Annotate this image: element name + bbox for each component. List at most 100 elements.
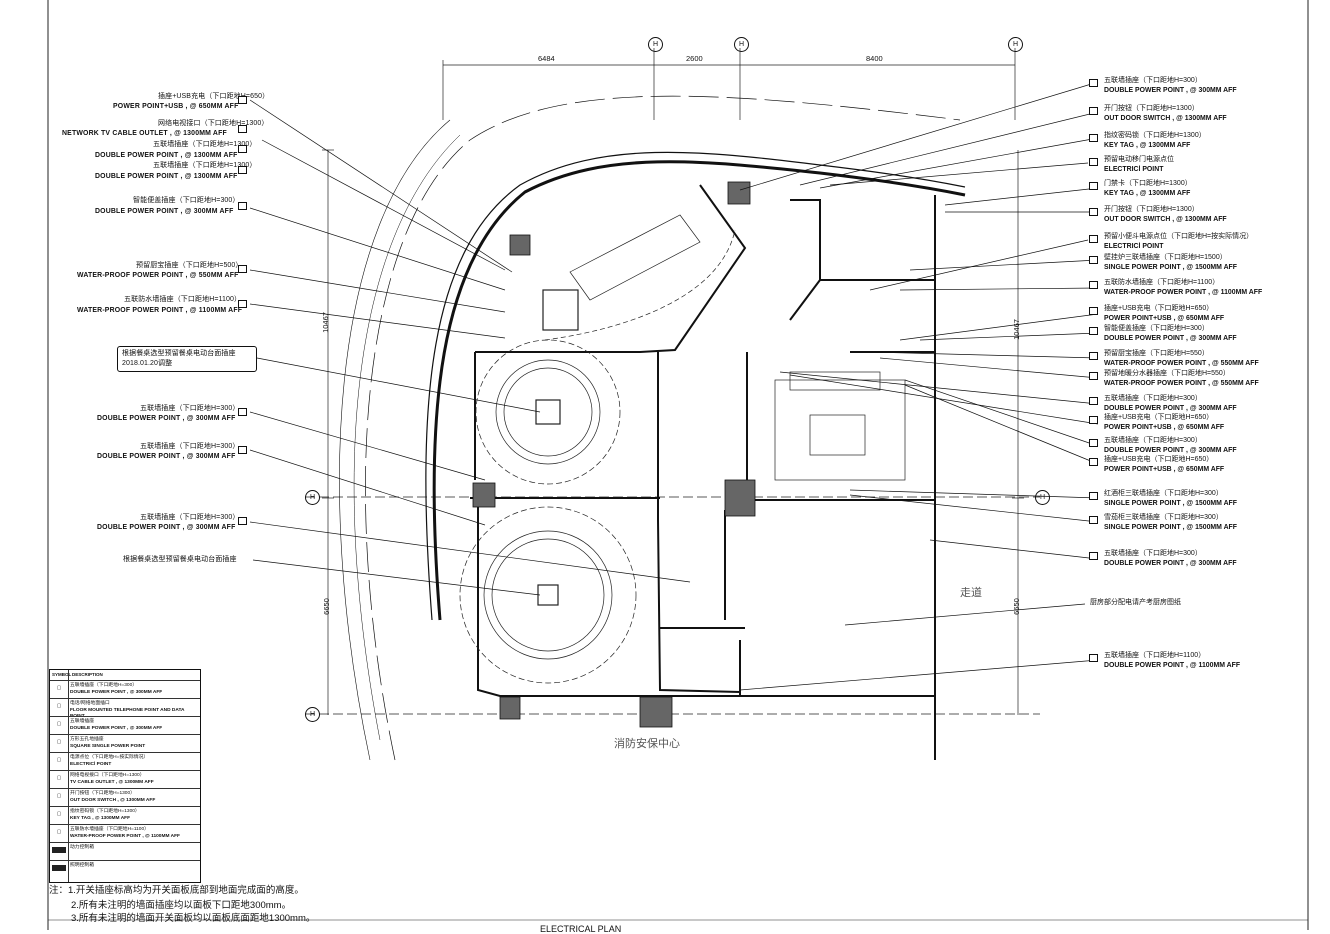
legend-symbol-icon: ▢ xyxy=(56,721,62,727)
legend-row-cn: 五联墙插座 xyxy=(70,719,94,724)
legend-symbol-icon: ▢ xyxy=(56,757,62,763)
dining-table-lower xyxy=(459,506,637,684)
right-callout-en: OUT DOOR SWITCH , @ 1300MM AFF xyxy=(1104,113,1227,122)
right-callout-en: WATER-PROOF POWER POINT , @ 550MM AFF xyxy=(1104,378,1259,387)
legend-row-en: KEY TAG , @ 1300MM AFF xyxy=(70,816,131,821)
left-callout-cn: 五联墙插座（下口距地H=300） xyxy=(140,443,240,450)
legend-symbol-icon: ▢ xyxy=(56,793,62,799)
legend-symbol-icon: ▢ xyxy=(56,685,62,691)
left-callout-cn: 五联墙插座（下口距地H=300） xyxy=(140,514,240,521)
table-outlet-note-date: 2018.01.20调整 xyxy=(122,359,173,367)
legend-row-en: WATER-PROOF POWER POINT , @ 1100MM AFF xyxy=(70,834,180,839)
left-callout-en: WATER-PROOF POWER POINT , @ 1100MM AFF xyxy=(77,305,243,314)
note-2: 2.所有未注明的墙面插座均以面板下口距地300mm。 xyxy=(71,900,292,911)
left-callout-cn: 五联防水墙插座（下口距地H=1100） xyxy=(124,296,242,303)
outlet-icon xyxy=(1089,439,1098,447)
legend-row: ▢指纹密码锁（下口距地H=1300）KEY TAG , @ 1300MM AFF xyxy=(50,806,200,825)
left-callout-cn: 五联墙插座（下口距地H=1300） xyxy=(153,162,257,169)
symbol-legend: SYMBOL DESCRIPTION ▢五联墙插座（下口距地H=300）DOUB… xyxy=(49,669,201,883)
right-callout-en: POWER POINT+USB , @ 650MM AFF xyxy=(1104,313,1225,322)
note-3: 3.所有未注明的墙面开关面板均以面板底面距地1300mm。 xyxy=(71,913,316,924)
right-callout-en: KEY TAG , @ 1300MM AFF xyxy=(1104,188,1191,197)
legend-row-en: SQUARE SINGLE POWER POINT xyxy=(70,744,146,749)
legend-row: ▢开门按钮（下口距地H=1300）OUT DOOR SWITCH , @ 130… xyxy=(50,788,200,807)
waterproof-outlet-icon xyxy=(238,265,247,273)
right-callout-cn: 红酒柜三联墙插座（下口距地H=300） xyxy=(1104,490,1223,497)
left-callout-en: NETWORK TV CABLE OUTLET , @ 1300MM AFF xyxy=(62,128,227,137)
right-callout-cn: 雪茄柜三联墙插座（下口距地H=300） xyxy=(1104,514,1223,521)
right-callout-cn: 五联墙插座（下口距地H=300） xyxy=(1104,395,1202,402)
right-callout-cn: 预留小便斗电源点位（下口距地H=按实际情况） xyxy=(1104,233,1254,240)
outlet-icon xyxy=(238,166,247,174)
legend-symbol-icon xyxy=(52,847,66,853)
outlet-icon xyxy=(1089,182,1098,190)
right-callout-cn: 五联墙插座（下口距地H=300） xyxy=(1104,550,1202,557)
outlet-icon xyxy=(1089,372,1098,380)
right-callout-en: ELECTRICl POINT xyxy=(1104,164,1164,173)
right-callout-cn: 插座+USB充电（下口距地H=650） xyxy=(1104,414,1214,421)
left-callout-en: WATER-PROOF POWER POINT , @ 550MM AFF xyxy=(77,270,239,279)
left-callout-cn: 根据餐桌选型预留餐桌电动台面插座 xyxy=(123,556,237,563)
left-callout-en: DOUBLE POWER POINT , @ 300MM AFF xyxy=(97,451,236,460)
dimension-right-2: 6650 xyxy=(1011,598,1021,615)
outlet-icon xyxy=(1089,281,1098,289)
left-callout-cn: 智能便盖插座（下口距地H=300） xyxy=(133,197,240,204)
left-callout-cn: 网络电视接口（下口距地H=1300） xyxy=(158,120,269,127)
grid-bubble: H xyxy=(1035,490,1050,505)
left-callout-en: DOUBLE POWER POINT , @ 1300MM AFF xyxy=(95,171,238,180)
right-callout-en: POWER POINT+USB , @ 650MM AFF xyxy=(1104,422,1225,431)
outlet-icon xyxy=(238,202,247,210)
outlet-icon xyxy=(1089,158,1098,166)
legend-row-cn: 网络电视接口（下口距地H=1300） xyxy=(70,773,145,778)
right-callout-cn: 预留厨宝插座（下口距地H=550） xyxy=(1104,350,1209,357)
room-label-fire-center: 消防安保中心 xyxy=(614,738,680,750)
right-callout-en: SINGLE POWER POINT , @ 1500MM AFF xyxy=(1104,262,1237,271)
legend-symbol-icon: ▢ xyxy=(56,829,62,835)
meeting-table xyxy=(542,214,736,341)
legend-row: ▢ 五联墙插座 DOUBLE POWER POINT , @ 300MM AFF xyxy=(50,716,200,735)
right-callout-cn: 开门按钮（下口距地H=1300） xyxy=(1104,105,1199,112)
dimension-top-3: 8400 xyxy=(866,54,883,63)
right-callout-en: DOUBLE POWER POINT , @ 300MM AFF xyxy=(1104,445,1237,454)
outlet-icon xyxy=(238,517,247,525)
right-callout-cn: 插座+USB充电（下口距地H=650） xyxy=(1104,456,1214,463)
legend-row-en: TV CABLE OUTLET , @ 1300MM AFF xyxy=(70,780,154,785)
lounge xyxy=(774,371,906,481)
legend-row-cn: 五联墙插座（下口距地H=300） xyxy=(70,683,138,688)
title-block: ELECTRICAL PLAN xyxy=(540,924,622,934)
dimension-left-1: 10467 xyxy=(320,312,330,333)
legend-symbol-icon: ▢ xyxy=(56,739,62,745)
leader-lines-left xyxy=(249,99,691,596)
right-callout-cn: 五联墙插座（下口距地H=300） xyxy=(1104,437,1202,444)
outlet-icon xyxy=(1089,352,1098,360)
right-callout-en: DOUBLE POWER POINT , @ 1100MM AFF xyxy=(1104,660,1241,669)
room-label-corridor: 走道 xyxy=(960,587,982,599)
legend-row-en: ELECTRICl POINT xyxy=(70,762,112,767)
right-callout-en: POWER POINT+USB , @ 650MM AFF xyxy=(1104,464,1225,473)
grid-bubble: H xyxy=(305,707,320,722)
legend-row-en: DOUBLE POWER POINT , @ 300MM AFF xyxy=(70,726,163,731)
columns xyxy=(472,181,756,728)
outlet-icon xyxy=(1089,397,1098,405)
outlet-icon xyxy=(1089,458,1098,466)
right-callout-en: KEY TAG , @ 1300MM AFF xyxy=(1104,140,1191,149)
table-outlet-note-box: 根据餐桌选型预留餐桌电动台面插座 2018.01.20调整 xyxy=(117,346,257,372)
outlet-icon xyxy=(1089,654,1098,662)
legend-row-cn: 照明控制箱 xyxy=(70,863,94,868)
legend-row-cn: 电源点位（下口距地H=按实际情况） xyxy=(70,755,149,760)
outlet-icon xyxy=(1089,107,1098,115)
right-callout-cn: 门禁卡（下口距地H=1300） xyxy=(1104,180,1192,187)
dimension-top-1: 6484 xyxy=(538,54,555,63)
outlet-icon xyxy=(238,446,247,454)
left-callout-en: DOUBLE POWER POINT , @ 300MM AFF xyxy=(97,413,236,422)
right-callout-en: DOUBLE POWER POINT , @ 300MM AFF xyxy=(1104,333,1237,342)
right-callout-en: OUT DOOR SWITCH , @ 1300MM AFF xyxy=(1104,214,1227,223)
outlet-icon xyxy=(1089,327,1098,335)
legend-row-cn: 五联防水墙插座（下口距地H=1100） xyxy=(70,827,149,832)
grid-bubble: H xyxy=(1008,37,1023,52)
outlet-icon xyxy=(1089,492,1098,500)
left-callout-cn: 预留厨宝插座（下口距地H=500） xyxy=(136,262,243,269)
outlet-icon xyxy=(1089,416,1098,424)
legend-symbol-icon: ▢ xyxy=(56,775,62,781)
